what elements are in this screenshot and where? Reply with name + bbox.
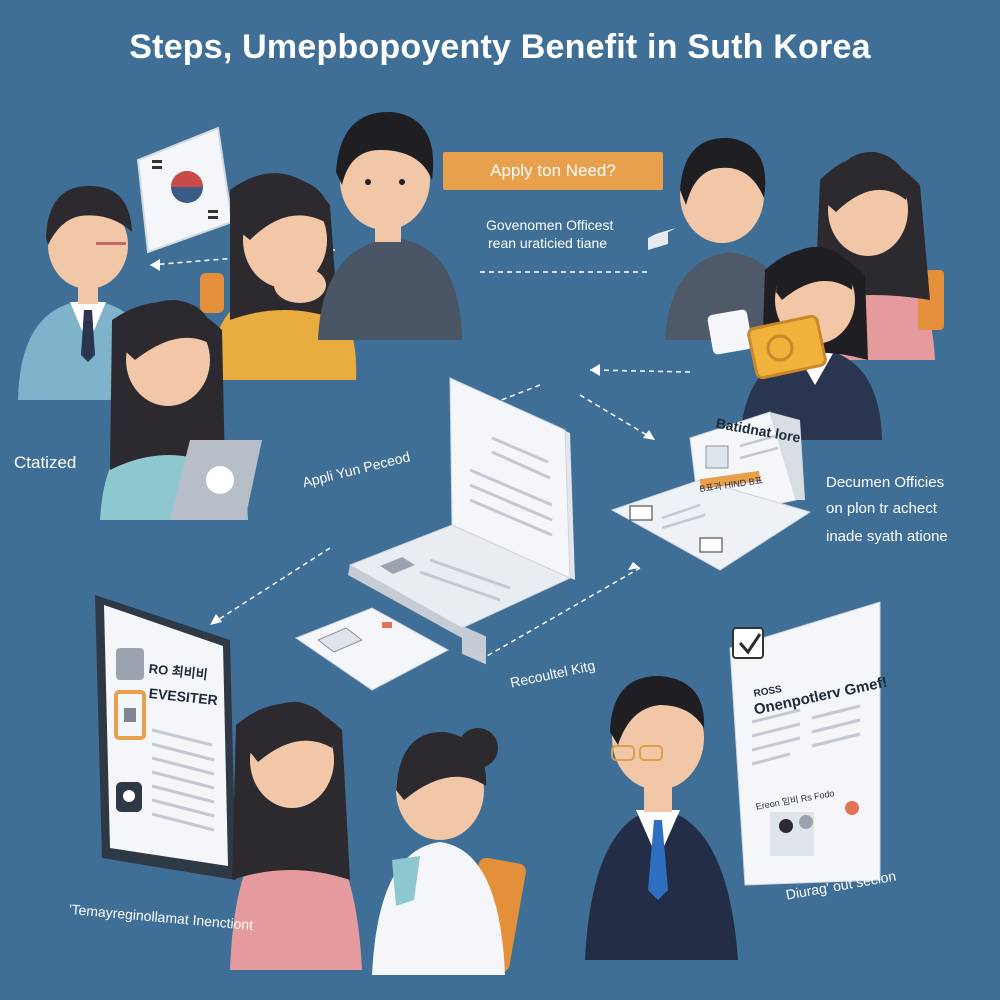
arrow-back-to-doc (589, 369, 691, 373)
label-documen-3: inade syath atione (826, 528, 948, 545)
man-dark-sweater (318, 111, 462, 340)
arrow-head-doc (590, 364, 600, 376)
stand-document (610, 411, 812, 571)
label-gov-office-2: rean uraticied tiane (488, 235, 608, 251)
center-document (348, 377, 575, 665)
arrow-heads (150, 259, 655, 625)
woman-pink-lower (230, 701, 362, 970)
apply-button[interactable]: Apply ton Need? (443, 152, 663, 190)
id-card-small (294, 607, 450, 691)
label-documen-1: Decumen Officies (826, 474, 945, 491)
flag-poster-icon (136, 126, 234, 254)
page-title: Steps, Umepbopoyenty Benefit in Suth Kor… (129, 28, 871, 66)
arrow-head-stand-lower (628, 562, 640, 570)
man-in-suit (585, 675, 738, 960)
arrow-head-tablet (210, 614, 222, 625)
arrow-head-official (150, 259, 160, 271)
woman-white-lower (372, 728, 526, 975)
announcement-poster (729, 601, 881, 886)
tablet-device (95, 595, 236, 880)
woman-with-laptop (100, 300, 262, 520)
arrow-head-stand (643, 430, 655, 440)
label-gov-office-1: Govenomen Officest (486, 217, 614, 233)
young-man-right (665, 137, 795, 340)
arrow-to-stand-lower (479, 567, 641, 661)
gold-card-icon (707, 309, 827, 380)
arrow-to-tablet (209, 547, 331, 626)
label-documen-2: on plon tr achect (826, 500, 937, 517)
arrow-to-stand (579, 394, 656, 441)
label-ctatized: Ctatized (14, 453, 77, 472)
worried-woman-yellow (200, 173, 357, 380)
box-icon (648, 228, 676, 250)
